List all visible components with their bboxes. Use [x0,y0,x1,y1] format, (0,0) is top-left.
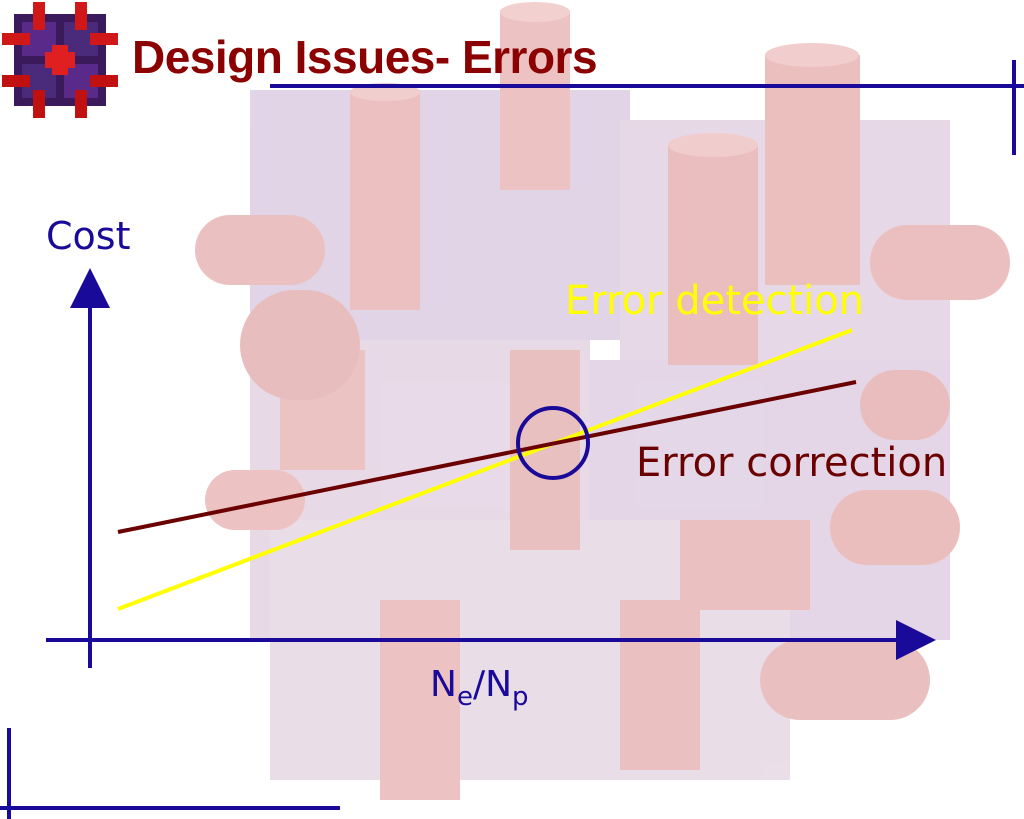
x-label-numerator-subscript: e [456,682,473,713]
x-axis-label: Ne/Np [430,664,529,712]
slide-title: Design Issues- Errors [132,31,598,83]
error-correction-label: Error correction [636,440,948,486]
crossover-circle [516,406,590,480]
x-label-denominator-subscript: p [512,682,529,713]
error-detection-line [117,328,853,611]
x-label-denominator: N [485,664,513,705]
x-label-separator: / [472,664,486,705]
error-detection-label: Error detection [565,278,865,324]
logo-cube-icon [2,2,118,118]
x-label-numerator: N [430,664,457,705]
y-axis-label: Cost [46,214,131,258]
error-correction-line [117,380,857,534]
